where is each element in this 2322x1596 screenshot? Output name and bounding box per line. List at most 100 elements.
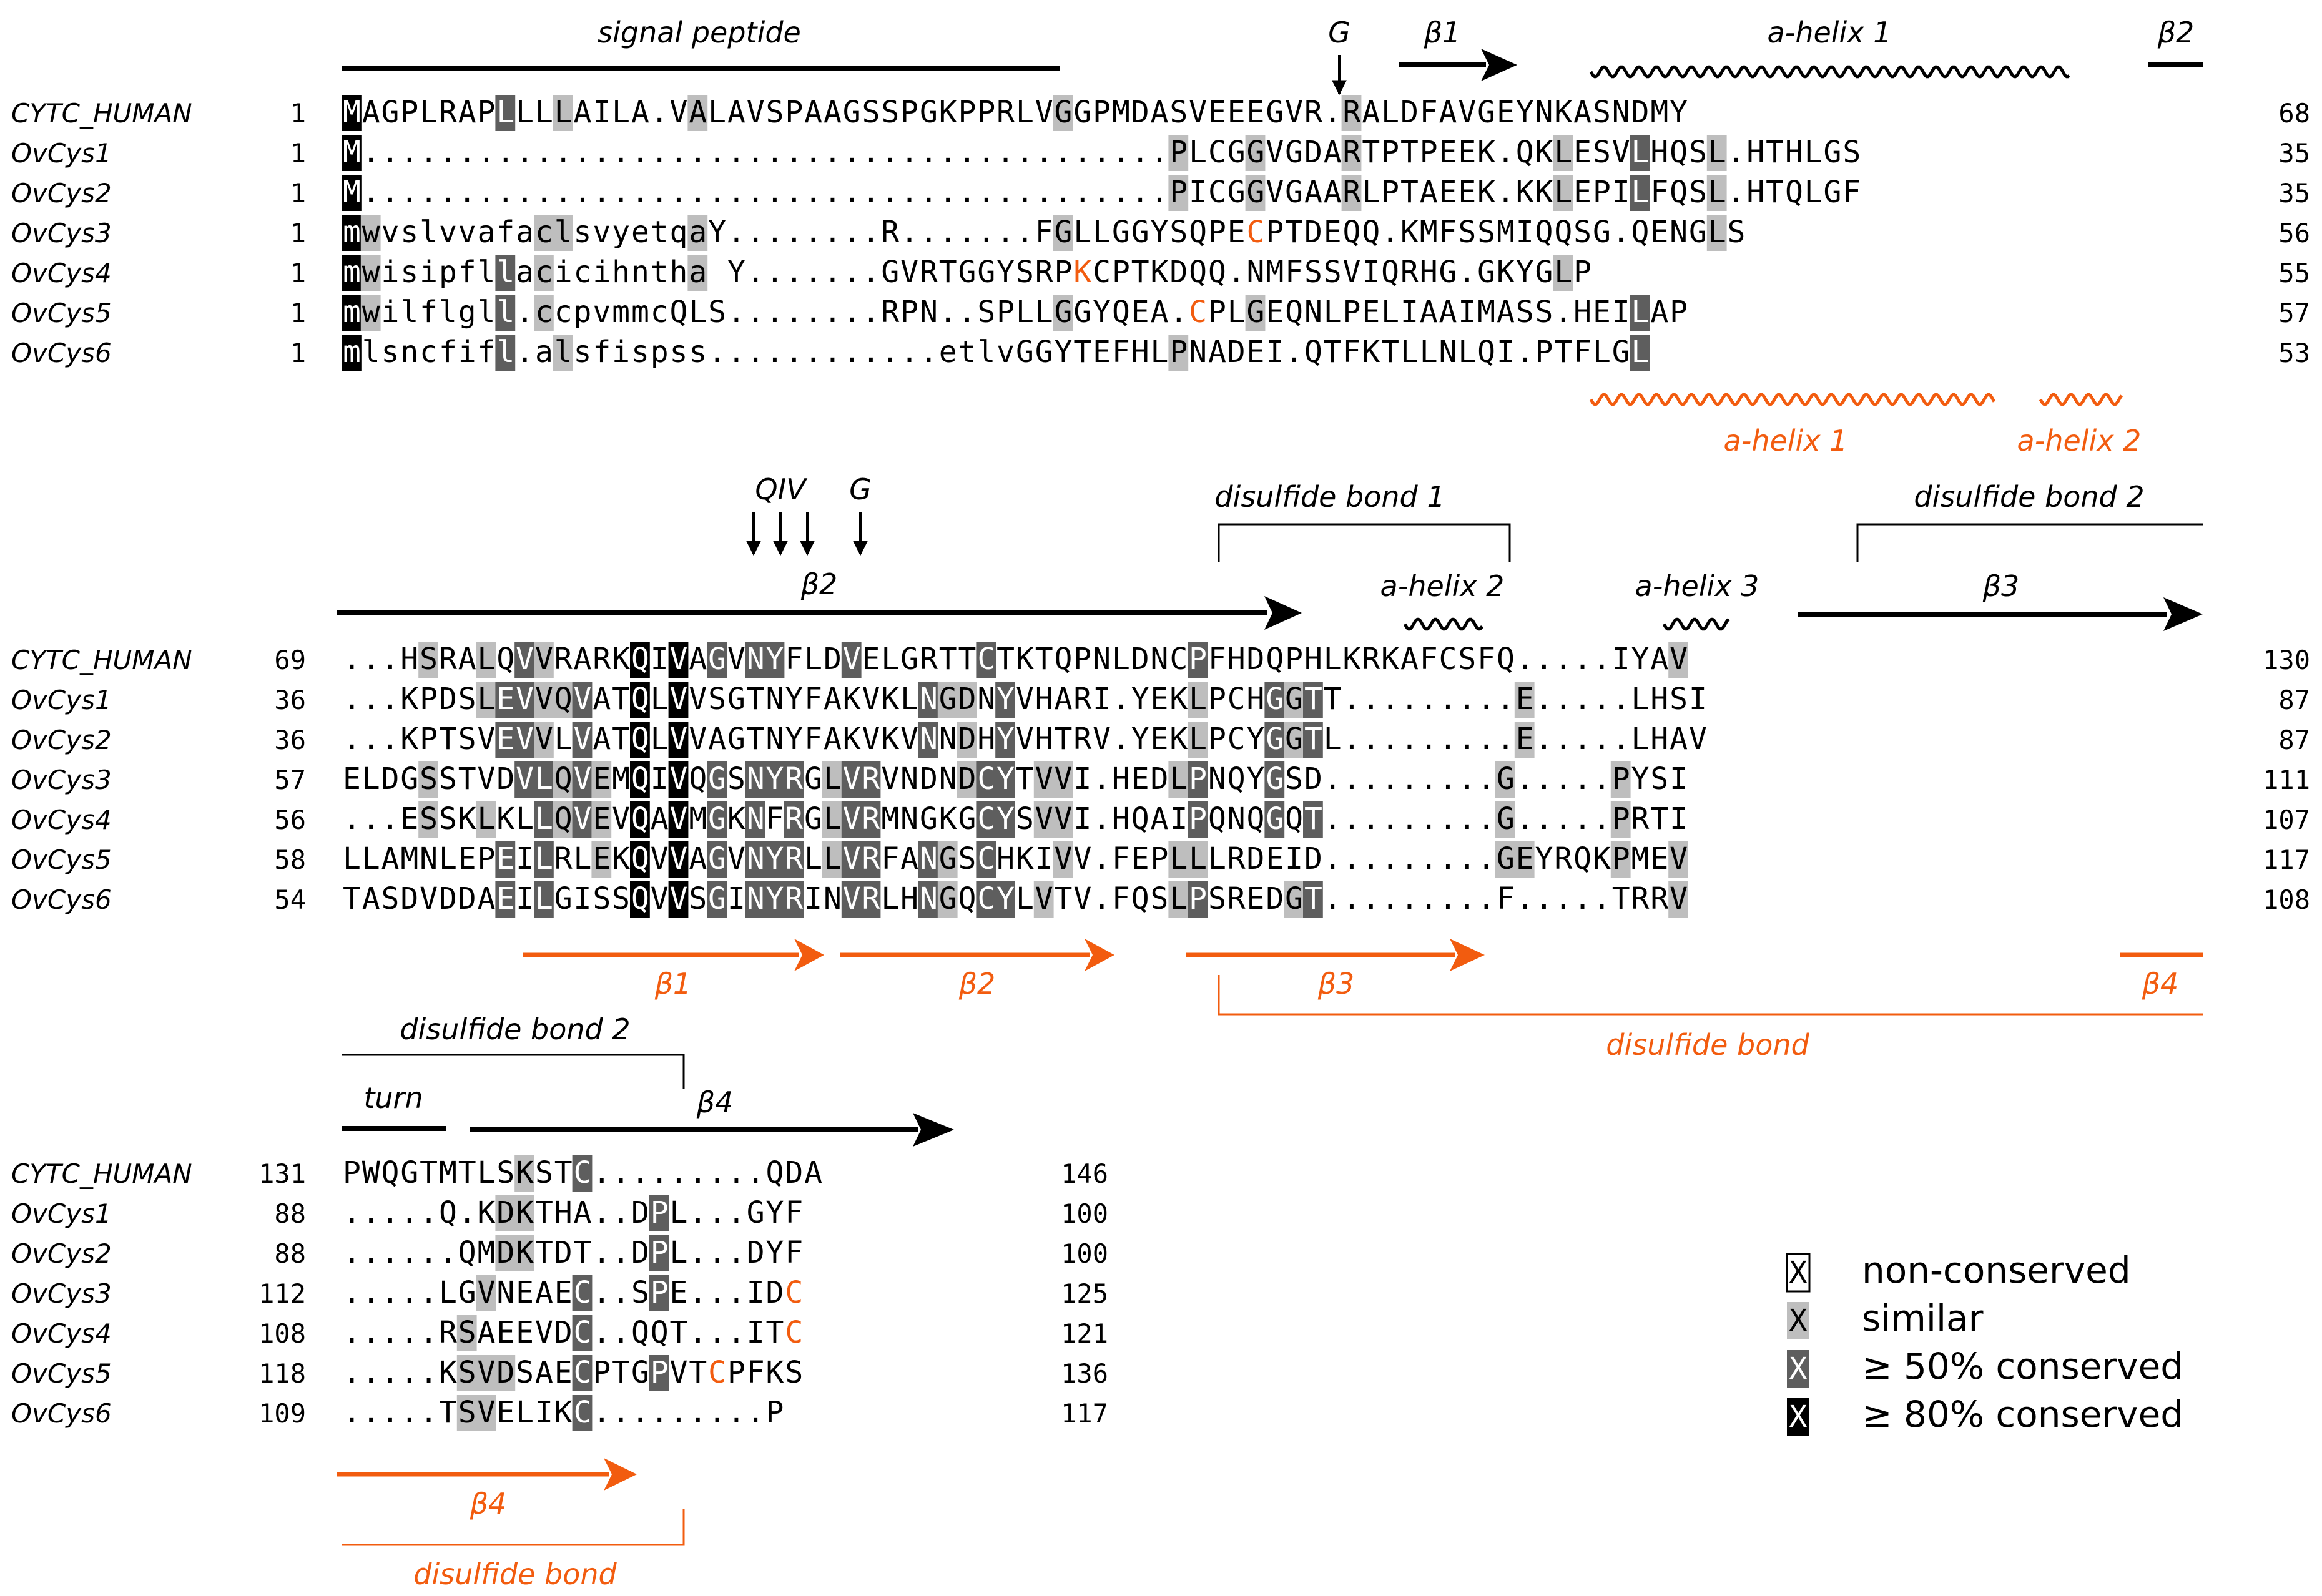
residue: P bbox=[1112, 255, 1130, 290]
residue: . bbox=[900, 215, 918, 250]
residue: c bbox=[554, 295, 573, 330]
conservation-cell bbox=[784, 881, 804, 918]
residue: f bbox=[420, 295, 438, 330]
residue: Y bbox=[766, 761, 784, 796]
residue: G bbox=[1824, 135, 1842, 170]
residue: M bbox=[343, 175, 361, 210]
conservation-cell bbox=[976, 841, 996, 878]
conservation-cell bbox=[707, 801, 727, 838]
residue: . bbox=[766, 175, 784, 210]
residue: C bbox=[708, 1355, 726, 1390]
residue: E bbox=[516, 1315, 534, 1350]
residue: E bbox=[1593, 295, 1611, 330]
residue: F bbox=[1420, 95, 1438, 130]
residue: V bbox=[900, 722, 918, 756]
conservation-cell bbox=[687, 215, 708, 251]
residue: R bbox=[862, 881, 880, 916]
residue: . bbox=[1420, 801, 1438, 836]
residue: T bbox=[1304, 722, 1322, 756]
residue: E bbox=[1516, 722, 1534, 756]
residue: . bbox=[574, 175, 592, 210]
residue: G bbox=[631, 1355, 649, 1390]
residue: . bbox=[1458, 682, 1476, 717]
residue: s bbox=[400, 255, 418, 290]
residue: . bbox=[1554, 761, 1572, 796]
residue: T bbox=[1304, 682, 1322, 717]
residue: . bbox=[824, 175, 842, 210]
residue: L bbox=[535, 95, 553, 130]
conservation-cell bbox=[630, 841, 650, 878]
residue: G bbox=[958, 255, 977, 290]
residue: K bbox=[1169, 722, 1188, 756]
residue: F bbox=[881, 841, 899, 876]
residue: N bbox=[496, 1275, 514, 1310]
residue: D bbox=[824, 642, 842, 677]
residue: . bbox=[362, 1275, 380, 1310]
residue: R bbox=[1227, 881, 1246, 916]
residue: C bbox=[977, 841, 995, 876]
residue: A bbox=[824, 95, 842, 130]
start-position: 109 bbox=[258, 1398, 306, 1429]
residue: S bbox=[977, 295, 995, 330]
residue: . bbox=[804, 335, 822, 370]
residue: . bbox=[1420, 881, 1438, 916]
residue: . bbox=[708, 1275, 726, 1310]
conservation-cell bbox=[534, 801, 554, 838]
residue: P bbox=[766, 1395, 784, 1430]
legend-glyph: X bbox=[1789, 1351, 1808, 1386]
residue: w bbox=[362, 215, 380, 250]
conservation-cell bbox=[572, 1155, 593, 1192]
residue: A bbox=[1151, 95, 1169, 130]
residue: V bbox=[574, 761, 592, 796]
conservation-cell bbox=[841, 801, 862, 838]
residue: . bbox=[804, 135, 822, 170]
residue: m bbox=[343, 255, 361, 290]
residue: F bbox=[785, 1235, 803, 1270]
conservation-cell bbox=[1668, 642, 1688, 678]
residue: L bbox=[516, 801, 534, 836]
residue: . bbox=[420, 1235, 438, 1270]
residue: L bbox=[1381, 295, 1399, 330]
conservation-cell bbox=[784, 841, 804, 878]
residue: . bbox=[1593, 801, 1611, 836]
residue: . bbox=[574, 135, 592, 170]
conservation-cell bbox=[707, 841, 727, 878]
residue: . bbox=[1497, 682, 1515, 717]
residue: R bbox=[439, 1315, 457, 1350]
residue: Y bbox=[1151, 215, 1169, 250]
residue: . bbox=[362, 175, 380, 210]
residue: V bbox=[535, 682, 553, 717]
residue: M bbox=[1266, 255, 1284, 290]
conservation-cell bbox=[591, 761, 612, 798]
residue: . bbox=[785, 295, 803, 330]
residue: G bbox=[1477, 95, 1495, 130]
residue: S bbox=[1689, 135, 1707, 170]
residue: K bbox=[843, 682, 861, 717]
residue: . bbox=[1131, 175, 1149, 210]
residue: . bbox=[631, 135, 649, 170]
residue: C bbox=[1189, 295, 1207, 330]
end-position: 146 bbox=[1061, 1158, 1108, 1189]
residue: . bbox=[747, 255, 765, 290]
residue: . bbox=[478, 175, 496, 210]
residue: . bbox=[1324, 95, 1342, 130]
residue: . bbox=[1324, 761, 1342, 796]
residue: K bbox=[496, 801, 514, 836]
residue: G bbox=[1612, 335, 1630, 370]
residue: l bbox=[554, 215, 573, 250]
conservation-cell bbox=[1053, 841, 1073, 878]
residue: N bbox=[900, 801, 918, 836]
residue: . bbox=[651, 175, 669, 210]
conservation-cell bbox=[553, 761, 573, 798]
residue: R bbox=[1343, 95, 1361, 130]
residue: K bbox=[516, 1155, 534, 1190]
residue: T bbox=[439, 1395, 457, 1430]
residue: Y bbox=[996, 801, 1015, 836]
residue: M bbox=[1112, 95, 1130, 130]
residue: . bbox=[708, 1195, 726, 1230]
residue: K bbox=[400, 682, 418, 717]
residue: D bbox=[1151, 761, 1169, 796]
